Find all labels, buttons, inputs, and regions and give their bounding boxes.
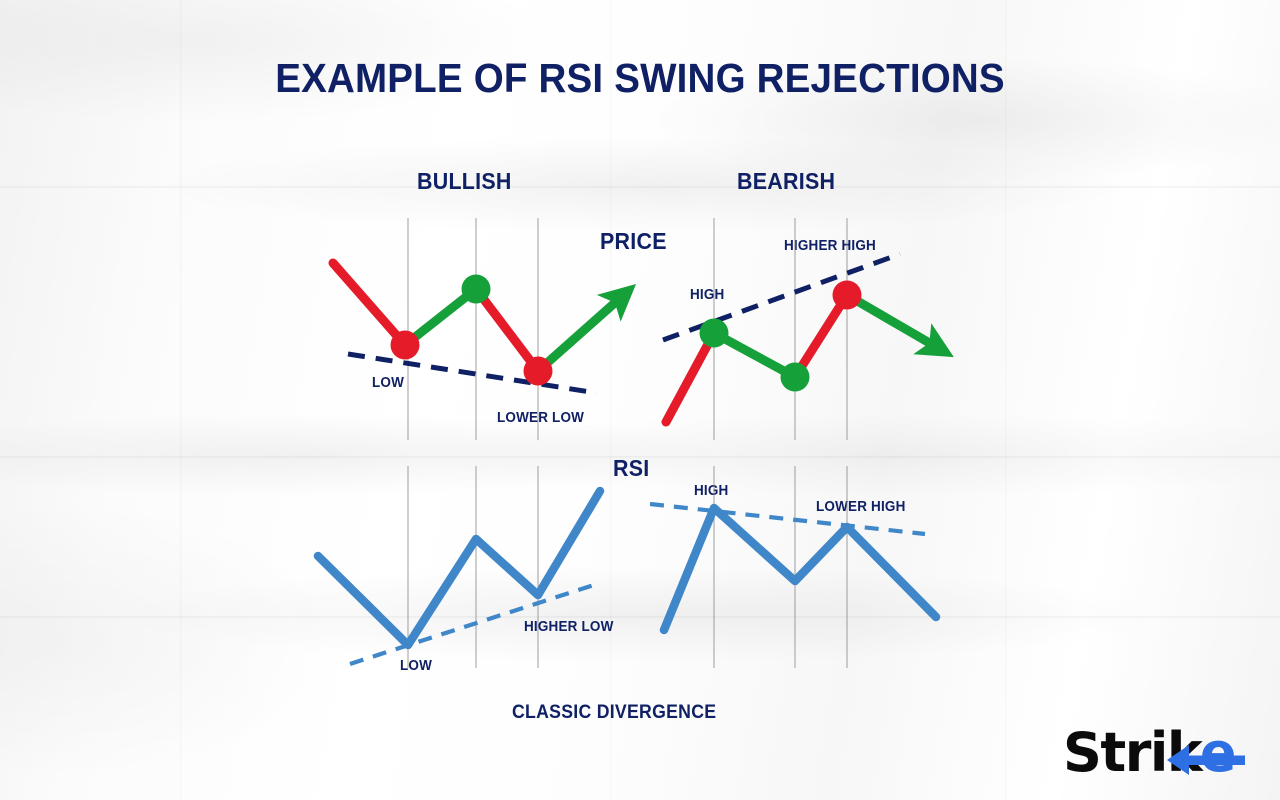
segment-price-bullish-1 <box>400 284 481 350</box>
marker-price-bearish-1 <box>780 362 810 392</box>
segment-price-bullish-2 <box>471 284 543 376</box>
trendline-price-bullish <box>347 351 598 396</box>
panel-heading-rsi: RSI <box>613 455 650 481</box>
section-heading-bullish: BULLISH <box>417 168 512 194</box>
label-price-bullish-lower-low: LOWER LOW <box>497 410 585 426</box>
label-rsi-bearish-high: HIGH <box>694 483 729 499</box>
segment-rsi-bearish-0 <box>659 503 941 635</box>
background-band <box>0 186 1280 189</box>
label-price-bullish-low: LOW <box>372 375 405 391</box>
trendline-rsi-bearish <box>649 501 926 537</box>
background-seam <box>610 0 612 800</box>
chart-markers <box>390 274 862 392</box>
segment-price-bullish-0 <box>328 258 410 350</box>
marker-price-bullish-2 <box>523 356 553 386</box>
strike-logo[interactable]: Strike <box>1063 718 1268 790</box>
caption-classic-divergence: CLASSIC DIVERGENCE <box>512 702 717 723</box>
section-heading-bearish: BEARISH <box>737 168 836 194</box>
segment-price-bearish-0 <box>661 328 719 427</box>
chart-gridlines <box>407 218 848 668</box>
marker-price-bearish-0 <box>699 318 729 348</box>
segment-price-bearish-1 <box>709 328 800 382</box>
background-seam <box>180 0 182 800</box>
marker-price-bullish-0 <box>390 330 420 360</box>
label-rsi-bearish-lower-high: LOWER HIGH <box>816 499 906 515</box>
segment-price-bearish-3 <box>844 291 954 358</box>
page-title: EXAMPLE OF RSI SWING REJECTIONS <box>275 55 1005 101</box>
background-band <box>0 616 1280 619</box>
panel-heading-price: PRICE <box>600 228 667 254</box>
segment-rsi-bullish-0 <box>313 486 605 650</box>
marker-price-bullish-1 <box>461 274 491 304</box>
logo-text-e: e <box>1199 721 1237 784</box>
label-rsi-bullish-higher-low: HIGHER LOW <box>524 619 614 635</box>
background-seam <box>1005 0 1007 800</box>
background-band <box>0 456 1280 459</box>
logo-text-stri: Stri <box>1063 721 1168 784</box>
label-price-bearish-high: HIGH <box>690 287 725 303</box>
marker-price-bearish-2 <box>832 280 862 310</box>
left-arrow-icon <box>1167 745 1245 775</box>
chart-series <box>313 258 954 650</box>
label-price-bearish-higher-high: HIGHER HIGH <box>784 238 876 254</box>
trendline-price-bearish <box>662 251 901 343</box>
segment-price-bullish-3 <box>535 283 637 375</box>
trendline-rsi-bullish <box>349 581 601 666</box>
segment-price-bearish-2 <box>790 290 852 382</box>
